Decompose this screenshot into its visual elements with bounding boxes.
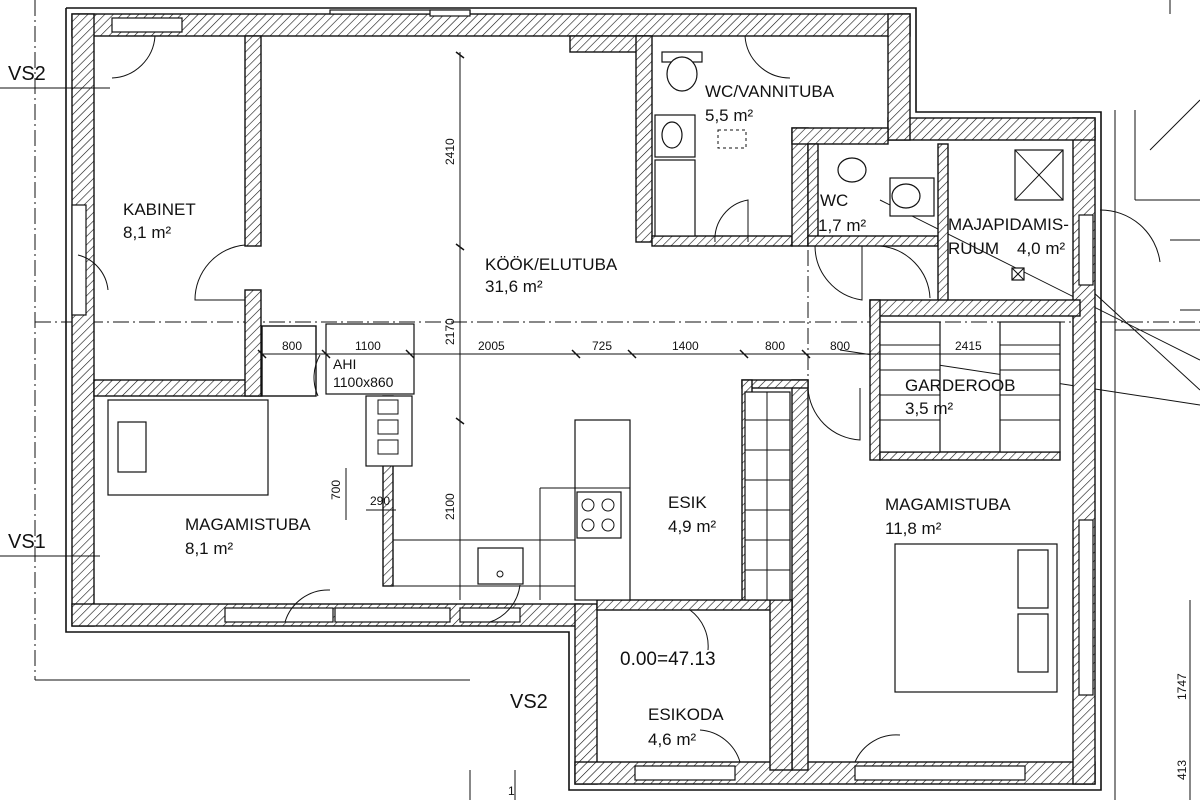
room-labels: KABINET 8,1 m² KÖÖK/ELUTUBA 31,6 m² WC/V… <box>123 82 1069 749</box>
dimension-texts: 800 1100 2005 725 1400 800 800 2415 290 … <box>282 138 1189 798</box>
room-name-magamistuba-left: MAGAMISTUBA <box>185 515 311 534</box>
dim-2170: 2170 <box>443 318 457 345</box>
dim-700: 700 <box>329 480 343 500</box>
interior-walls <box>93 35 1081 771</box>
room-area-wc-vannituba: 5,5 m² <box>705 106 754 125</box>
door-swings <box>77 35 1161 763</box>
room-name-garderoob: GARDEROOB <box>905 376 1016 395</box>
room-name-ahi: AHI <box>333 356 356 372</box>
dim-800-a: 800 <box>282 339 302 353</box>
room-area-magamistuba-left: 8,1 m² <box>185 539 234 558</box>
room-area-magamistuba-right: 11,8 m² <box>885 519 942 538</box>
section-vs2-top: VS2 <box>8 63 46 85</box>
fixtures <box>107 51 1064 693</box>
windows <box>71 9 1094 781</box>
room-name-magamistuba-right: MAGAMISTUBA <box>885 495 1011 514</box>
room-name-wc-vannituba: WC/VANNITUBA <box>705 82 835 101</box>
room-name-esikoda: ESIKODA <box>648 705 724 724</box>
room-name-kook: KÖÖK/ELUTUBA <box>485 255 618 274</box>
room-name-esik: ESIK <box>668 493 707 512</box>
room-size-ahi: 1100x860 <box>333 374 394 390</box>
section-markers: VS2 VS1 VS2 <box>0 63 548 713</box>
room-area-wc: 1,7 m² <box>818 216 867 235</box>
room-area-majapidamis: 4,0 m² <box>1017 239 1066 258</box>
dim-800-b: 800 <box>765 339 785 353</box>
section-vs1: VS1 <box>8 531 46 553</box>
room-area-esik: 4,9 m² <box>668 517 717 536</box>
room-name-majapidamis-2: RUUM <box>948 239 999 258</box>
dimension-lines <box>257 51 1060 600</box>
dim-2410: 2410 <box>443 138 457 165</box>
dim-1100: 1100 <box>355 339 381 353</box>
dim-290: 290 <box>370 494 390 508</box>
dim-2100: 2100 <box>443 493 457 520</box>
dim-1747: 1747 <box>1175 673 1189 700</box>
dim-2005: 2005 <box>478 339 505 353</box>
dim-800-c: 800 <box>830 339 850 353</box>
room-area-esikoda: 4,6 m² <box>648 730 697 749</box>
room-area-garderoob: 3,5 m² <box>905 399 954 418</box>
room-area-kabinet: 8,1 m² <box>123 223 172 242</box>
elevation-label: 0.00=47.13 <box>620 649 716 670</box>
room-name-wc: WC <box>820 191 848 210</box>
section-vs2-bottom: VS2 <box>510 691 548 713</box>
room-area-kook: 31,6 m² <box>485 277 543 296</box>
dim-1: 1 <box>508 784 515 798</box>
dim-2415: 2415 <box>955 339 982 353</box>
room-name-kabinet: KABINET <box>123 200 196 219</box>
dim-725: 725 <box>592 339 612 353</box>
room-name-majapidamis-1: MAJAPIDAMIS- <box>948 215 1069 234</box>
dim-1400: 1400 <box>672 339 699 353</box>
dim-413: 413 <box>1175 760 1189 780</box>
